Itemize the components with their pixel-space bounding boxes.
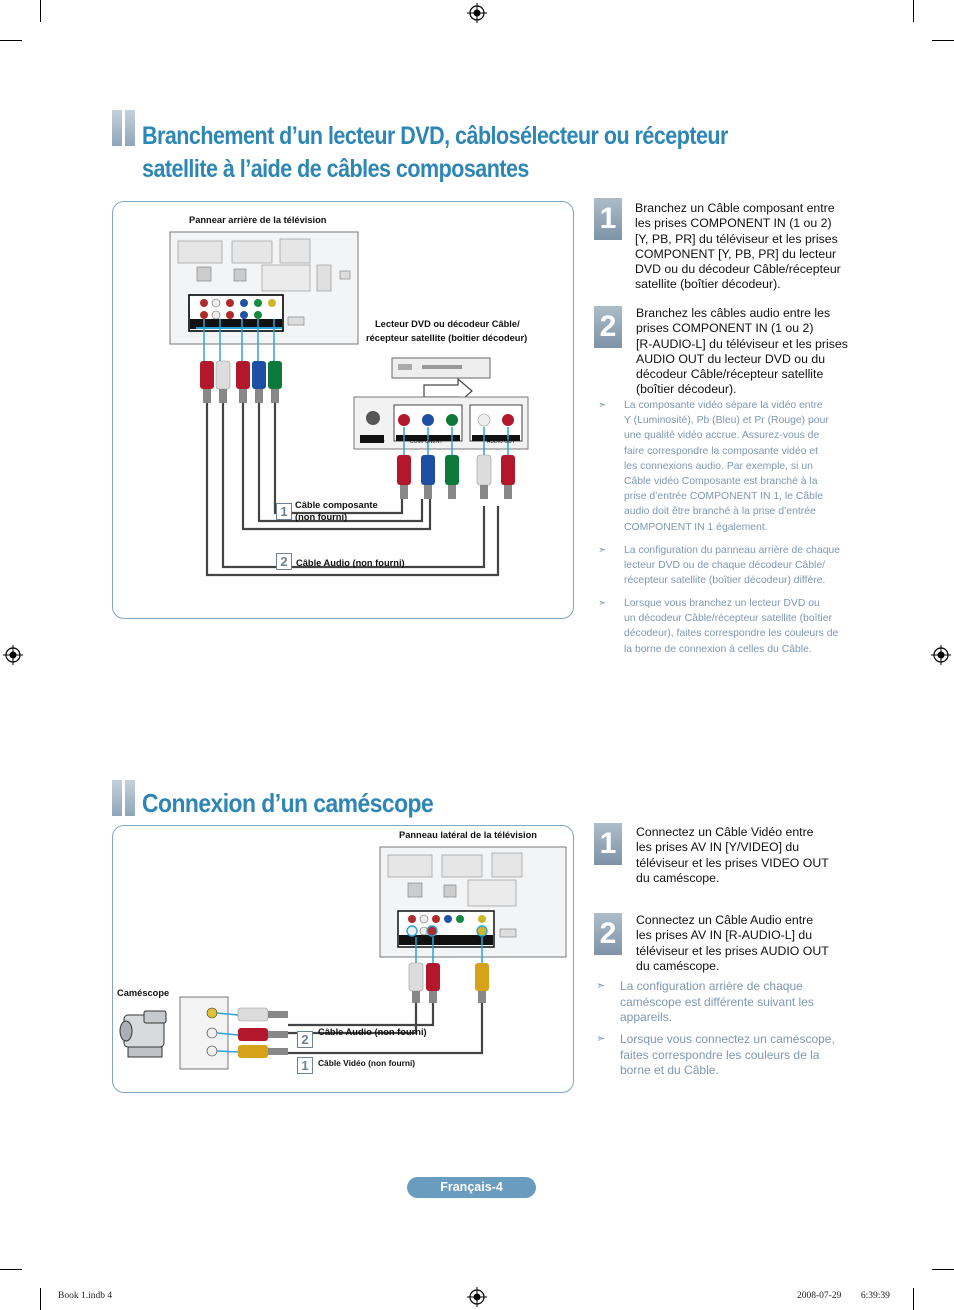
crop-mark xyxy=(913,0,914,22)
print-slug-left: Book 1.indb 4 xyxy=(58,1291,113,1301)
note-arrow-icon: ➣ xyxy=(596,980,606,992)
step-number-badge: 2 xyxy=(594,306,622,348)
registration-mark-icon xyxy=(467,3,487,23)
note-block: ➣ Lorsque vous branchez un lecteur DVD o… xyxy=(598,598,839,655)
tv-back-panel-label: Pannear arrière de la télévision xyxy=(189,215,327,225)
note-arrow-icon: ➣ xyxy=(598,545,607,556)
crop-mark xyxy=(932,1269,954,1270)
component-cable-label-line1: Câble composante xyxy=(295,500,378,510)
camcorder-label: Caméscope xyxy=(117,988,170,998)
cable-number-badge: 1 xyxy=(297,1057,313,1074)
camcorder-icon xyxy=(119,1010,167,1058)
title-accent xyxy=(112,780,122,816)
crop-mark xyxy=(0,1269,22,1270)
video-cable-label: Câble Vidéo (non fourni) xyxy=(318,1058,416,1068)
dvd-label-line2: récepteur satellite (boîtier décodeur) xyxy=(366,333,528,343)
tv-side-panel-label: Panneau latéral de la télévision xyxy=(399,830,537,840)
cable-number-badge: 2 xyxy=(276,553,292,570)
camcorder-connection-diagram xyxy=(119,846,567,1070)
dvd-jack-label: COMPONENT xyxy=(410,439,443,445)
crop-mark xyxy=(40,1288,41,1310)
note-arrow-icon: ➣ xyxy=(596,1033,606,1045)
section1-title-line2: satellite à l’aide de câbles composantes xyxy=(142,155,529,183)
component-cable-label-line2: (non fourni) xyxy=(295,512,348,522)
cable-number-badge: 2 xyxy=(297,1031,313,1048)
section2-title: Connexion d’un caméscope xyxy=(142,788,434,818)
audio-cable-label: Câble Audio (non fourni) xyxy=(296,558,405,568)
crop-mark xyxy=(913,1288,914,1310)
dvd-label-line1: Lecteur DVD ou décodeur Câble/ xyxy=(375,319,520,329)
print-slug-right: 2008-07-29 ￿￿ 6:39:39 xyxy=(797,1291,890,1301)
title-accent xyxy=(125,780,135,816)
dvd-jack-label: S-VIDEO xyxy=(364,439,385,445)
page-number-badge: Français-4 xyxy=(407,1177,536,1198)
registration-mark-icon xyxy=(3,645,23,665)
note-arrow-icon: ➣ xyxy=(598,598,607,609)
note-block: ➣ La configuration du panneau arrière de… xyxy=(598,545,841,587)
step-number-badge: 1 xyxy=(594,198,622,240)
step-number-badge: 2 xyxy=(594,913,622,955)
title-accent xyxy=(112,110,122,146)
title-accent xyxy=(125,110,135,146)
note-arrow-icon: ➣ xyxy=(598,400,607,411)
note-block: ➣ Lorsque vous connectez un caméscope,fa… xyxy=(596,1032,835,1078)
dvd-connection-diagram xyxy=(169,231,529,577)
registration-mark-icon xyxy=(467,1287,487,1307)
section1-title-line1: Branchement d’un lecteur DVD, câblosélec… xyxy=(142,122,728,150)
audio-cable-label: Câble Audio (non fourni) xyxy=(318,1027,427,1037)
dvd-jack-label: AUDIO OUT xyxy=(487,439,515,445)
note-block: ➣ La composante vidéo sépare la vidéo en… xyxy=(598,400,829,533)
step-number-badge: 1 xyxy=(594,823,622,865)
crop-mark xyxy=(40,0,41,22)
cable-number-badge: 1 xyxy=(276,503,292,520)
crop-mark xyxy=(0,40,22,41)
crop-mark xyxy=(932,40,954,41)
registration-mark-icon xyxy=(931,645,951,665)
